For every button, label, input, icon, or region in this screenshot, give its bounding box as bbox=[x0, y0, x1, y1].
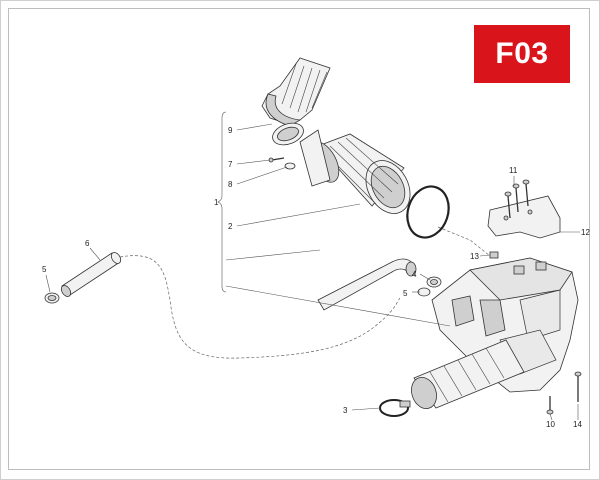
callout-5-left: 5 bbox=[42, 265, 47, 274]
callout-9: 9 bbox=[228, 126, 233, 135]
page-code-badge: F03 bbox=[474, 25, 570, 83]
leader-8 bbox=[236, 166, 288, 185]
leader-9 bbox=[236, 123, 273, 131]
dashed-hose-route bbox=[119, 255, 401, 359]
callout-2: 2 bbox=[228, 222, 233, 231]
leader-5-left bbox=[45, 274, 51, 293]
dashed-connection bbox=[437, 226, 491, 257]
outlet-duct bbox=[411, 339, 525, 409]
clamp-part-5-left bbox=[44, 292, 60, 304]
leader-housing bbox=[225, 285, 451, 327]
clip-part-13 bbox=[489, 251, 499, 259]
callout-3: 3 bbox=[343, 406, 348, 415]
screw-part-10 bbox=[546, 396, 554, 415]
bracket-part-12 bbox=[487, 195, 561, 239]
washer-part-8 bbox=[284, 162, 296, 170]
callout-10: 10 bbox=[546, 420, 555, 429]
leader-4 bbox=[419, 273, 431, 281]
screw-part-14 bbox=[574, 371, 582, 402]
group-bracket-1 bbox=[217, 111, 227, 293]
callout-5-right: 5 bbox=[403, 289, 408, 298]
screw-part-7 bbox=[268, 157, 285, 163]
callout-7: 7 bbox=[228, 160, 233, 169]
callout-4: 4 bbox=[412, 270, 417, 279]
callout-12: 12 bbox=[581, 228, 590, 237]
leader-6 bbox=[89, 247, 101, 261]
leader-13 bbox=[479, 254, 491, 257]
bolts-part-11 bbox=[504, 179, 530, 219]
air-filter-part-2 bbox=[299, 129, 411, 214]
callout-13: 13 bbox=[470, 252, 479, 261]
callout-6: 6 bbox=[85, 239, 90, 248]
intake-duct-part-9 bbox=[261, 57, 331, 146]
callout-8: 8 bbox=[228, 180, 233, 189]
callout-14: 14 bbox=[573, 420, 582, 429]
o-ring bbox=[406, 185, 450, 239]
diagram-border bbox=[8, 8, 590, 470]
callout-1: 1 bbox=[214, 198, 219, 207]
leader-o-ring-line bbox=[225, 249, 321, 261]
leader-2 bbox=[236, 203, 361, 227]
leader-7 bbox=[236, 159, 271, 165]
leader-3 bbox=[351, 407, 381, 411]
leader-10 bbox=[549, 413, 553, 421]
callout-11: 11 bbox=[509, 166, 518, 175]
fitting-part-4 bbox=[426, 276, 442, 288]
clamp-part-3 bbox=[379, 399, 411, 417]
hose-part-6 bbox=[60, 252, 122, 297]
drain-pipe bbox=[317, 258, 417, 311]
